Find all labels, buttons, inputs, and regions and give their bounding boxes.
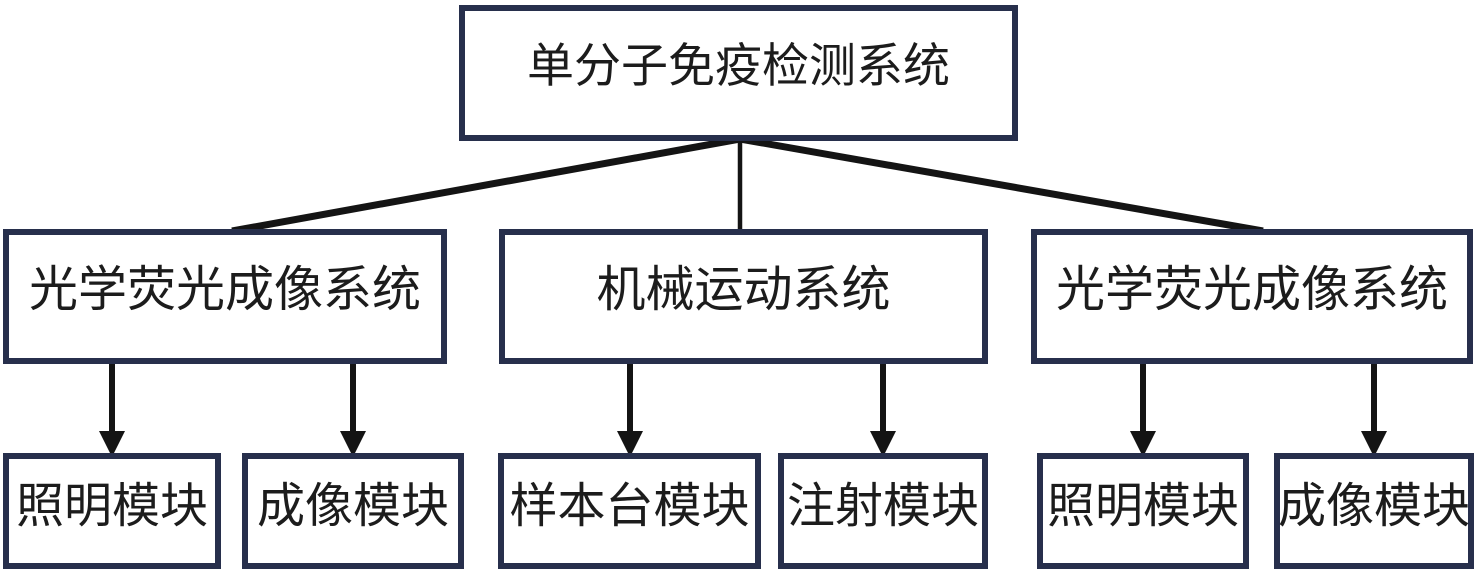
arrow-mechanical-to-injection: [870, 361, 896, 457]
node-optical-imaging-left: 光学荧光成像系统: [3, 229, 447, 364]
arrow-optical-right-to-imaging: [1361, 361, 1387, 457]
arrow-optical-right-to-illumination: [1130, 361, 1156, 457]
node-imaging-module-left: 成像模块: [242, 453, 464, 569]
node-injection-module: 注射模块: [778, 453, 988, 569]
arrow-optical-left-to-imaging: [340, 361, 366, 457]
arrow-mechanical-to-sample-stage: [617, 361, 643, 457]
node-imaging-module-right: 成像模块: [1274, 453, 1474, 569]
node-injection-module-label: 注射模块: [786, 478, 979, 534]
arrow-optical-left-to-illumination: [99, 361, 125, 457]
node-sample-stage-module-label: 样本台模块: [509, 478, 750, 534]
node-root-system: 单分子免疫检测系统: [459, 5, 1018, 141]
node-illumination-module-left: 照明模块: [3, 453, 221, 569]
node-sample-stage-module: 样本台模块: [498, 453, 761, 569]
node-imaging-module-left-label: 成像模块: [256, 478, 449, 534]
node-illumination-module-left-label: 照明模块: [15, 478, 208, 534]
node-illumination-module-right-label: 照明模块: [1046, 478, 1239, 534]
node-root-label: 单分子免疫检测系统: [527, 38, 950, 94]
node-mechanical-motion: 机械运动系统: [499, 229, 988, 364]
node-optical-imaging-right-label: 光学荧光成像系统: [1055, 261, 1448, 318]
node-optical-imaging-right: 光学荧光成像系统: [1031, 229, 1473, 364]
node-illumination-module-right: 照明模块: [1037, 453, 1249, 569]
node-mechanical-motion-label: 机械运动系统: [596, 261, 891, 318]
edge-root-to-optical-left: [231, 135, 741, 235]
edge-root-to-optical-right: [739, 135, 1264, 235]
node-optical-imaging-left-label: 光学荧光成像系统: [28, 261, 421, 318]
node-imaging-module-right-label: 成像模块: [1278, 478, 1471, 534]
